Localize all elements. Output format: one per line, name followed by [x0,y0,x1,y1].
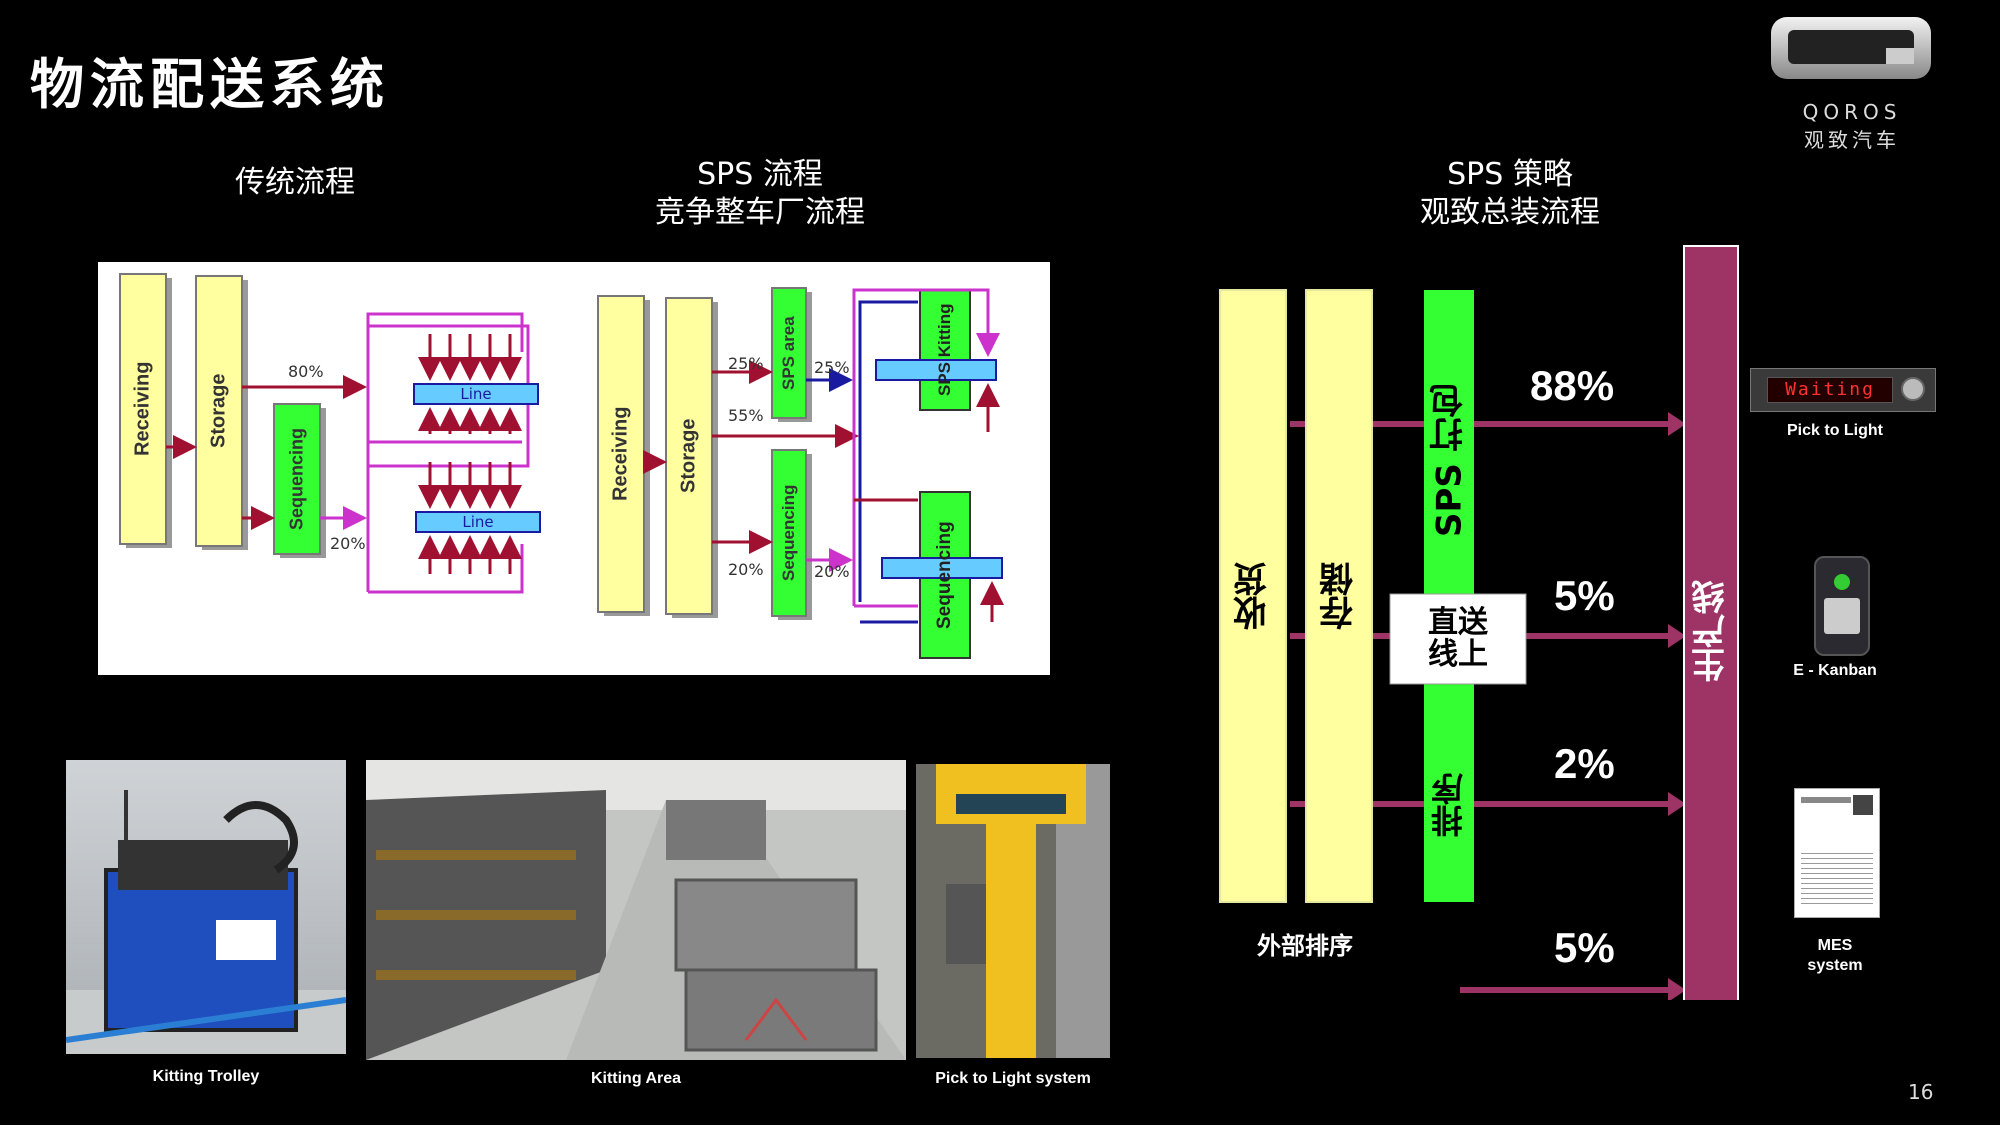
left-receiving-label: Receiving [131,361,154,457]
ptl-display: Waiting [1767,377,1893,403]
sps-pack-label: SPS 打包 [1429,383,1470,537]
mes-sheet [1794,788,1880,918]
left-pct-80: 80% [288,362,324,381]
production-line-bar [1683,245,1739,1000]
pct-5b: 5% [1554,924,1615,971]
direct-label: 直送线上 [1390,594,1526,684]
traditional-header: 传统流程 [200,164,390,202]
direct-label-text: 直送线上 [1428,605,1488,672]
e-kanban-device [1814,556,1870,656]
brand-name: QOROS [1802,100,1902,124]
direct-box [1389,593,1527,685]
mid-sps-area-label: SPS area [779,316,798,390]
ptl-display-text: Waiting [1785,379,1875,400]
pick-to-light-system-caption: Pick to Light system [935,1070,1091,1087]
sps-qoros-title-2: 观致总装流程 [1420,195,1600,230]
pct-5a: 5% [1554,572,1615,619]
kitting-trolley-photo [66,760,346,1054]
mes-sheet-table [1801,849,1873,905]
traditional-title: 传统流程 [235,165,355,200]
pct-88: 88% [1530,362,1615,409]
mid-storage-label: Storage [677,418,700,494]
left-pct-20: 20% [330,534,366,553]
mes-label-2: system [1807,957,1863,974]
mid-pct-25a: 25% [728,354,764,373]
page-title: 物流配送系统 [30,52,390,116]
receive-label: 收货 [1233,562,1274,630]
sort-label: 排序 [1430,773,1468,837]
flow-diagram-panel: Receiving Storage Sequencing Line Line 8… [98,262,1050,675]
flow-diagram [119,273,1004,659]
sps-qoros-header: SPS 策略 观致总装流程 [1360,156,1660,232]
e-kanban-screen [1824,598,1860,634]
left-sequencing-label: Sequencing [286,428,307,531]
external-sort-label: 外部排序 [1257,932,1353,960]
mid-pct-25b: 25% [814,358,850,377]
sps-competitor-title-1: SPS 流程 [697,157,823,192]
store-label: 存储 [1319,562,1360,630]
mes-label: MES system [1760,936,1910,976]
mid-sequencing-label: Sequencing [779,484,798,582]
mes-qr-icon [1853,795,1873,815]
pick-to-light-device: Waiting [1750,368,1936,412]
mid-pct-20b: 20% [814,562,850,581]
kitting-trolley-caption: Kitting Trolley [152,1068,260,1085]
store-bar [1305,289,1373,903]
e-kanban-label: E - Kanban [1793,662,1877,679]
page-number: 16 [1908,1080,1934,1104]
kitting-area-photo [366,760,906,1060]
pick-to-light-system-image [936,764,1110,1058]
receive-bar [1219,289,1287,903]
e-kanban-led-icon [1834,574,1850,590]
left-line-2-label: Line [462,513,494,531]
strategy-diagram [1219,245,1739,1000]
production-line-label: 生产线 [1691,580,1732,682]
sps-qoros-title-1: SPS 策略 [1447,157,1573,192]
left-storage-label: Storage [207,373,230,449]
mes-sheet-header [1801,797,1851,803]
brand-name-cn: 观致汽车 [1804,128,1900,152]
mid-pct-55: 55% [728,406,764,425]
pct-2: 2% [1554,740,1615,787]
mid-sps-kitting-label: SPS Kitting [935,303,954,397]
mid-sequencing-2-label: Sequencing [934,521,955,629]
mid-receiving-label: Receiving [609,406,632,502]
ptl-button-icon [1901,377,1925,401]
mes-label-1: MES [1817,937,1853,954]
pick-to-light-label: Pick to Light [1787,422,1883,439]
qoros-logo-icon [1771,17,1931,79]
kitting-trolley-image [66,790,346,1054]
kitting-area-caption: Kitting Area [590,1070,682,1087]
qoros-logo [1768,14,1934,82]
pick-to-light-system-photo [916,764,1110,1058]
sps-competitor-header: SPS 流程 竞争整车厂流程 [610,156,910,232]
left-line-1-label: Line [460,385,492,403]
mid-pct-20: 20% [728,560,764,579]
sps-competitor-title-2: 竞争整车厂流程 [655,195,865,230]
kitting-area-image [366,760,906,1060]
